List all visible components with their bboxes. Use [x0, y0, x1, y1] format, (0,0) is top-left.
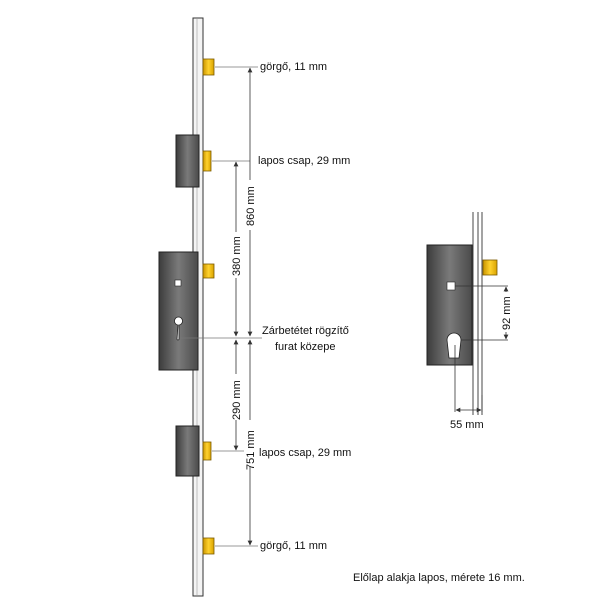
detail-bolt — [482, 259, 498, 276]
label-flat-pin-top: lapos csap, 29 mm — [258, 155, 350, 167]
lower-pin-housing — [175, 425, 212, 477]
footnote: Előlap alakja lapos, mérete 16 mm. — [353, 572, 525, 584]
roller-top — [202, 58, 215, 76]
detail-keyhole — [446, 332, 462, 359]
leader-lines — [180, 66, 262, 547]
main-bolt — [202, 263, 215, 279]
dim-860: 860 mm — [245, 186, 257, 226]
label-roller-top: görgő, 11 mm — [260, 61, 327, 73]
roller-bottom — [202, 537, 215, 555]
dim-751: 751 mm — [245, 430, 257, 470]
dimension-texts-left: 860 mm 380 mm 290 mm 751 mm — [230, 180, 257, 470]
main-lock-body — [158, 251, 215, 371]
dim-55: 55 mm — [450, 419, 484, 431]
detail-follower-square — [446, 281, 456, 291]
dim-380: 380 mm — [231, 236, 243, 276]
follower-square — [174, 279, 182, 287]
flat-pin-top — [202, 150, 212, 172]
label-flat-pin-bottom: lapos csap, 29 mm — [259, 447, 351, 459]
flat-pin-bottom — [202, 441, 212, 461]
dim-290: 290 mm — [231, 380, 243, 420]
dim-92: 92 mm — [501, 296, 513, 330]
detail-view: 92 mm 55 mm — [426, 212, 513, 431]
label-center-line-1: Zárbetétet rögzítő — [262, 325, 349, 337]
dimension-lines — [233, 67, 253, 546]
label-roller-bottom: görgő, 11 mm — [260, 540, 327, 552]
keyhole-cylinder — [174, 316, 183, 341]
upper-pin-housing — [175, 134, 212, 188]
label-center-line-2: furat közepe — [275, 341, 336, 353]
